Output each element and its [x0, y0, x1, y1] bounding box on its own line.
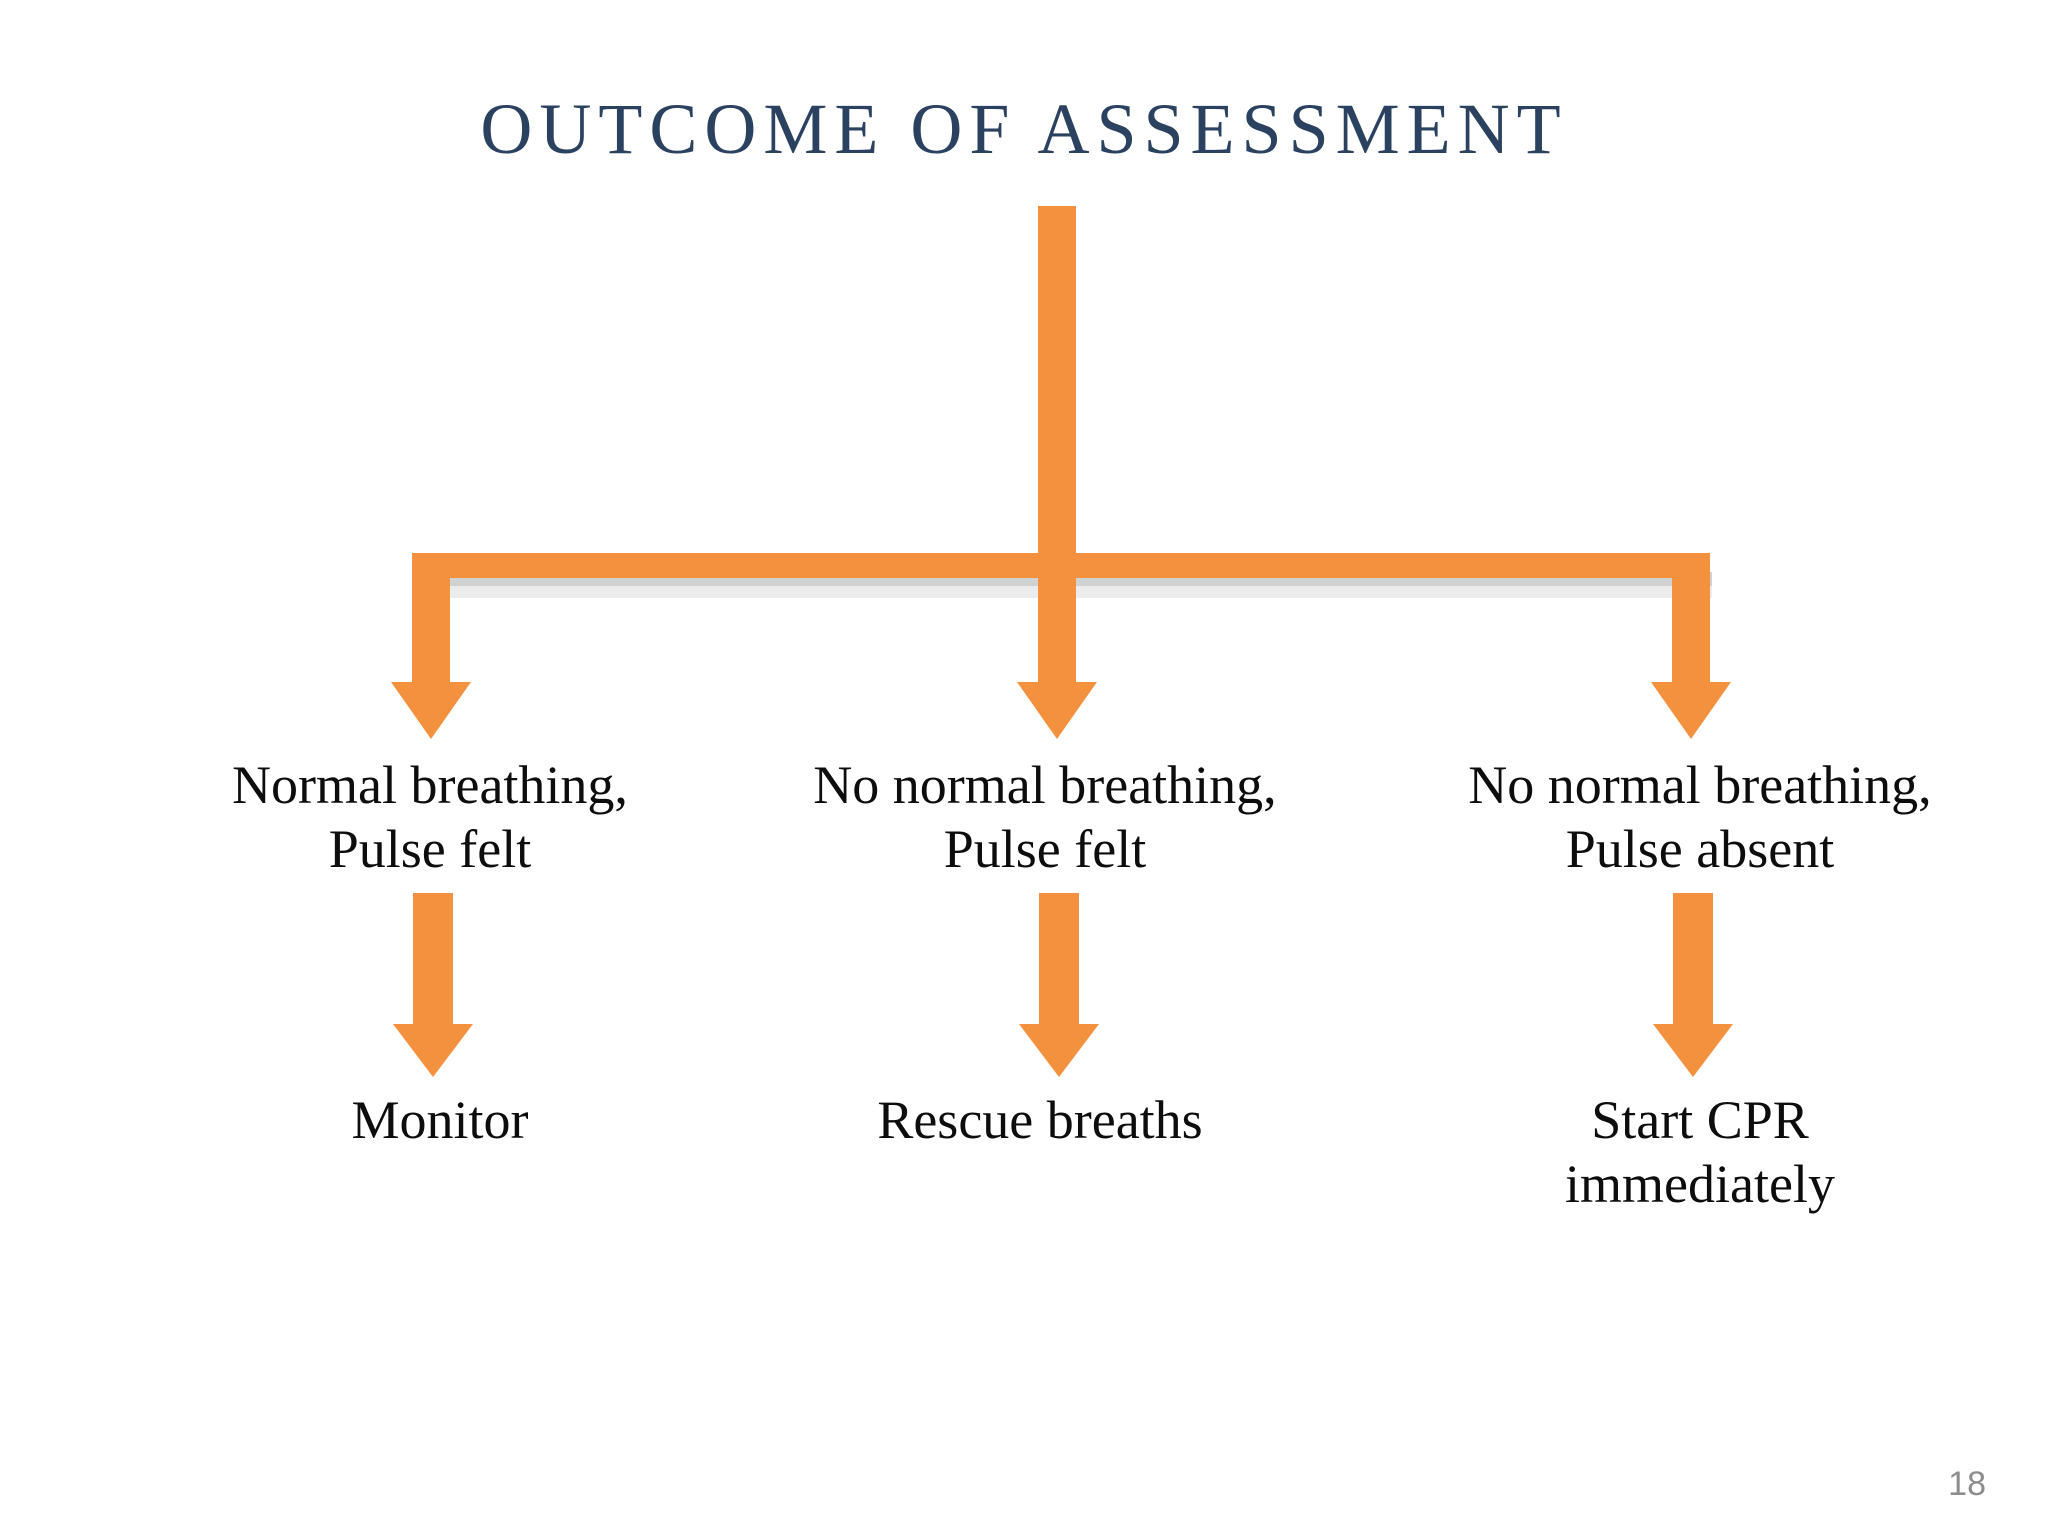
action-label-3-line-1: Start CPR: [1591, 1090, 1809, 1150]
action-label-1-line-1: Monitor: [351, 1090, 529, 1150]
action-2-arrowhead: [1019, 1024, 1099, 1077]
branch-2-arrowhead: [1017, 682, 1097, 739]
condition-label-1: Normal breathing, Pulse felt: [130, 754, 730, 881]
branch-1-arrowhead: [391, 682, 471, 739]
branch-2-stem: [1038, 553, 1076, 687]
condition-label-2: No normal breathing, Pulse felt: [735, 754, 1355, 881]
condition-label-2-line-1: No normal breathing,: [813, 755, 1277, 815]
branch-3-arrowhead: [1651, 682, 1731, 739]
action-label-1: Monitor: [160, 1089, 720, 1153]
condition-label-1-line-1: Normal breathing,: [232, 755, 628, 815]
condition-label-3-line-1: No normal breathing,: [1468, 755, 1932, 815]
condition-label-3-line-2: Pulse absent: [1565, 818, 1835, 879]
action-3-arrow-stem: [1673, 893, 1713, 1029]
page-number: 18: [1948, 1465, 1986, 1503]
action-1-arrowhead: [393, 1024, 473, 1077]
condition-label-1-line-2: Pulse felt: [328, 818, 532, 879]
action-label-2-line-1: Rescue breaths: [877, 1090, 1203, 1150]
trunk-stem: [1038, 206, 1076, 578]
page-title: OUTCOME OF ASSESSMENT: [480, 89, 1568, 169]
action-2-arrow-stem: [1039, 893, 1079, 1029]
condition-label-2-line-2: Pulse felt: [943, 818, 1147, 879]
distribution-bar: [412, 553, 1710, 578]
branch-3-stem: [1672, 553, 1710, 687]
action-label-3-line-2: immediately: [1565, 1153, 1835, 1214]
branch-1-stem: [412, 553, 450, 687]
action-label-3: Start CPR immediately: [1420, 1089, 1980, 1216]
action-1-arrow-stem: [413, 893, 453, 1029]
distribution-bar-shadow: [432, 572, 1712, 586]
action-3-arrowhead: [1653, 1024, 1733, 1077]
condition-label-3: No normal breathing, Pulse absent: [1390, 754, 2010, 881]
action-label-2: Rescue breaths: [750, 1089, 1330, 1153]
distribution-bar-shadow-soft: [432, 586, 1712, 598]
